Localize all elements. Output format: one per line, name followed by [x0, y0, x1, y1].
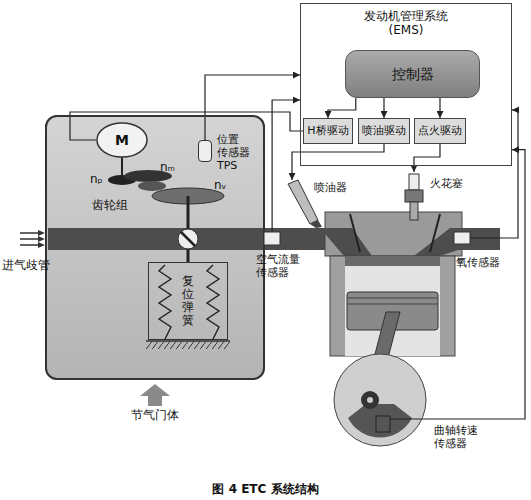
spark-plug: 火花塞 [400, 172, 468, 224]
engine-cylinder [347, 298, 438, 304]
inflow-arrow [140, 384, 170, 406]
fuel-injector [288, 180, 318, 224]
spark-plug [409, 174, 419, 190]
motor-symbol [97, 123, 147, 157]
signal-wire [414, 144, 440, 172]
return-spring [159, 265, 219, 339]
node-text: 氧传感器 [456, 256, 512, 269]
label-anchor: nₘ [160, 156, 175, 175]
signal-wire [512, 110, 518, 238]
node-text: 点火驱动 [418, 124, 462, 137]
node-text: 曲轴转速 传感器 [434, 424, 484, 450]
motor-symbol: M [96, 122, 148, 158]
system-box: 发动机管理系统 (EMS) 控制器 H桥驱动 喷油驱动点火驱动 [300, 3, 512, 166]
node-text: M [115, 132, 129, 149]
gear-set [187, 196, 190, 229]
node-text: 位置 传感器 TPS [217, 133, 252, 173]
inflow-arrow [140, 384, 170, 406]
signal-wire [490, 150, 525, 419]
crank-sensor [390, 418, 490, 419]
label-anchor: nₚ [90, 168, 103, 187]
spark-plug [410, 202, 418, 220]
oxygen-sensor [470, 237, 512, 238]
cylinder-head [320, 228, 372, 256]
cylinder-head [414, 228, 500, 256]
crank-sensor: 曲轴转速 传感器 [372, 416, 490, 456]
part-label: 齿轮组 [92, 198, 128, 212]
airflow-sensor [264, 232, 280, 245]
throttle-valve [178, 229, 198, 249]
crankshaft [348, 404, 412, 438]
fuel-injector: 喷油器 [282, 180, 352, 228]
signal-wire [272, 100, 300, 231]
intake-manifold [38, 230, 45, 248]
gear-set [138, 181, 166, 191]
driver-box: H桥驱动 [303, 118, 353, 144]
part-label: nᵥ [214, 178, 227, 192]
crankshaft [361, 391, 379, 409]
caption-row: 图 4 ETC 系统结构 [0, 478, 531, 497]
node-text: 控制器 [392, 66, 434, 83]
intake-manifold [20, 228, 330, 250]
controller-box: 控制器 [345, 50, 480, 98]
intake-manifold [20, 233, 38, 245]
part-label: nₘ [160, 160, 175, 174]
figure-caption: 图 4 ETC 系统结构 [212, 482, 318, 496]
cylinder-head [350, 214, 360, 252]
signal-wire [439, 98, 440, 118]
throttle-body: 节气门体M位置 传感器 TPS复位弹簧 [45, 115, 265, 380]
node-text: 复位弹簧 [182, 275, 194, 328]
cylinder-head [430, 214, 440, 252]
crankshaft [334, 354, 426, 446]
return-spring: 复位弹簧 [148, 262, 228, 340]
node-text: H桥驱动 [307, 124, 348, 137]
airflow-sensor: 空气流量 传感器 [256, 231, 308, 291]
gear-set [187, 249, 190, 262]
signal-wire [205, 75, 300, 140]
fuel-injector [310, 220, 322, 228]
crankshaft [367, 397, 373, 403]
driver-box: 点火驱动 [414, 118, 466, 144]
part-label: 进气歧管 [2, 258, 50, 272]
intake-manifold [48, 228, 330, 250]
spark-plug [405, 190, 423, 202]
spring-ground [146, 341, 230, 349]
position-sensor: 位置 传感器 TPS [198, 140, 212, 162]
spring-ground [146, 341, 230, 349]
driver-box: 喷油驱动 [358, 118, 410, 144]
throttle-valve [178, 229, 198, 249]
crankshaft [334, 354, 426, 446]
signal-wire [328, 98, 356, 118]
node-text: 节气门体 [47, 408, 263, 422]
node-text: 喷油驱动 [362, 124, 406, 137]
node-text: 火花塞 [430, 177, 468, 190]
node-text: 空气流量 传感器 [256, 253, 306, 279]
label-anchor: 进气歧管 [2, 254, 50, 273]
label-anchor: nᵥ [214, 174, 227, 193]
label-anchor: 齿轮组 [92, 194, 128, 213]
node-text: 喷油器 [314, 181, 352, 194]
signal-wire [292, 144, 384, 180]
engine-cylinder [345, 256, 440, 266]
crank-sensor [376, 416, 390, 432]
node-text: 发动机管理系统 (EMS) [360, 9, 452, 38]
signal-wire [383, 98, 384, 118]
oxygen-sensor: 氧传感器 [450, 232, 512, 272]
throttle-valve [181, 232, 195, 246]
part-label: nₚ [90, 172, 103, 186]
oxygen-sensor [454, 232, 470, 244]
